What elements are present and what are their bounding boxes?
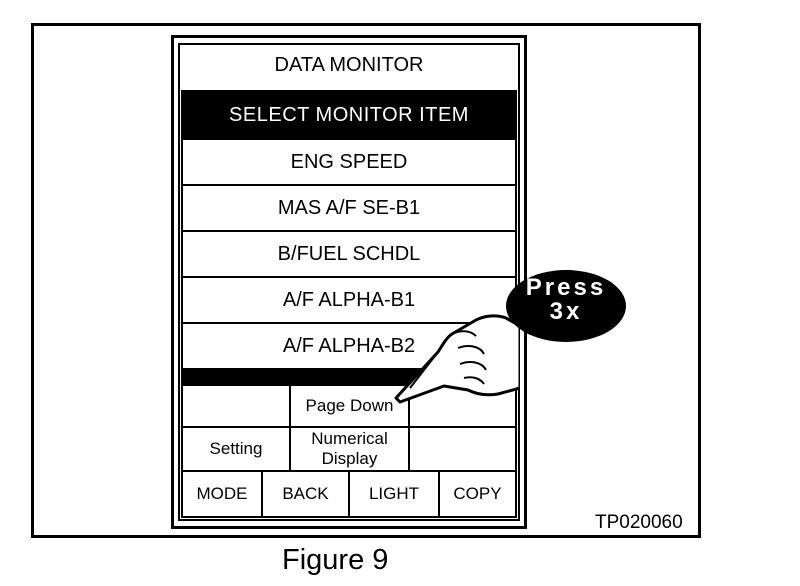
monitor-item-b-fuel[interactable]: B/FUEL SCHDL [181, 232, 517, 278]
pointing-hand-icon [394, 314, 520, 404]
setting-button[interactable]: Setting [183, 428, 289, 470]
grid-line [408, 384, 410, 470]
screen-title: DATA MONITOR [274, 54, 424, 76]
numerical-display-button[interactable]: Numerical Display [291, 428, 408, 470]
monitor-item-af-alpha-b1[interactable]: A/F ALPHA-B1 [181, 278, 517, 324]
press-count-label: 3x [549, 298, 583, 325]
grid-line [261, 470, 263, 518]
copy-button[interactable]: COPY [440, 472, 515, 516]
numerical-label-line2: Display [321, 449, 378, 468]
light-button[interactable]: LIGHT [350, 472, 438, 516]
figure-code: TP020060 [595, 512, 683, 533]
figure-caption: Figure 9 [282, 544, 389, 576]
select-monitor-item-header: SELECT MONITOR ITEM [181, 90, 517, 140]
figure-frame [31, 23, 701, 538]
press-callout-text: Press 3x [504, 276, 628, 324]
grid-line [181, 426, 517, 428]
grid-line [348, 470, 350, 518]
device-screen-border [178, 43, 520, 521]
grid-line [289, 384, 291, 470]
back-button[interactable]: BACK [263, 472, 348, 516]
monitor-item-mas-af[interactable]: MAS A/F SE-B1 [181, 186, 517, 232]
page-down-button[interactable]: Page Down [291, 386, 408, 426]
monitor-item-eng-speed[interactable]: ENG SPEED [181, 140, 517, 186]
press-callout-ellipse [506, 270, 626, 342]
press-label: Press [525, 274, 607, 301]
mode-button[interactable]: MODE [183, 472, 261, 516]
grid-line [438, 470, 440, 518]
numerical-label-line1: Numerical [311, 429, 388, 448]
